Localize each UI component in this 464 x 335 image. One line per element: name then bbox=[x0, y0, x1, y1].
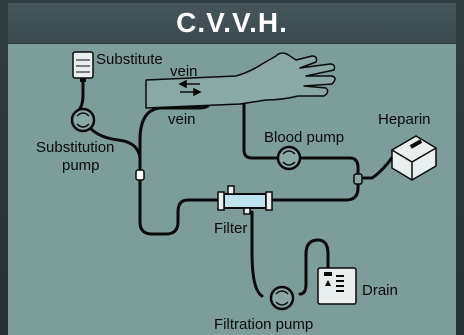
label-substitution-pump-2: pump bbox=[62, 157, 100, 174]
label-vein-top: vein bbox=[170, 63, 198, 80]
post-filter-line bbox=[138, 173, 222, 236]
heparin-pump-icon bbox=[391, 135, 437, 181]
label-drain: Drain bbox=[362, 282, 398, 299]
drain-container-icon bbox=[317, 267, 357, 305]
substitute-bag-icon bbox=[72, 51, 94, 82]
title-bar: C.V.V.H. bbox=[8, 3, 456, 43]
label-vein-bottom: vein bbox=[168, 111, 196, 128]
substitution-pump-icon bbox=[70, 107, 96, 133]
arm-outline bbox=[145, 52, 336, 109]
label-substitute: Substitute bbox=[96, 51, 163, 68]
label-heparin: Heparin bbox=[378, 111, 431, 128]
heparin-line bbox=[356, 150, 398, 180]
diagram-title: C.V.V.H. bbox=[176, 7, 288, 38]
blood-pump-icon bbox=[276, 145, 302, 171]
filter-icon bbox=[217, 185, 273, 215]
flow-arrows bbox=[178, 79, 202, 97]
label-filtration-pump: Filtration pump bbox=[214, 316, 313, 333]
filtration-pump-icon bbox=[269, 285, 295, 311]
filtrate-line bbox=[250, 210, 264, 298]
label-blood-pump: Blood pump bbox=[264, 129, 344, 146]
venous-junction bbox=[135, 169, 145, 181]
drain-line bbox=[298, 238, 330, 296]
label-substitution-pump-1: Substitution bbox=[36, 139, 114, 156]
label-filter: Filter bbox=[214, 220, 247, 237]
heparin-connector bbox=[353, 173, 363, 185]
